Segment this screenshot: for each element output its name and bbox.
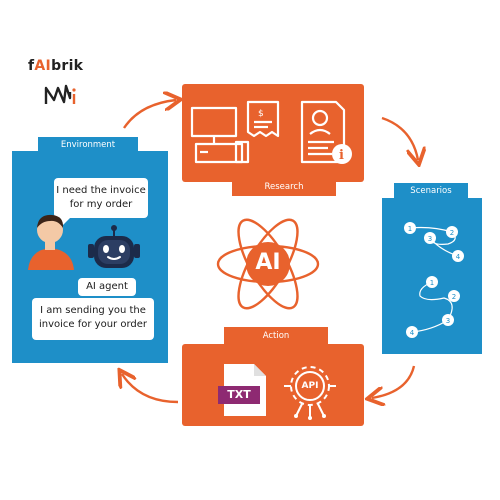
- scenario-paths-illustration: 1 2 3 4 1 2 3 4: [404, 222, 464, 338]
- cash-register-icon: [190, 106, 250, 164]
- ai-atom-icon: [216, 218, 320, 310]
- action-title: Action: [262, 331, 290, 341]
- brand-mark-icon: [44, 84, 76, 104]
- arrow-env-to-research: [123, 100, 176, 129]
- receipt-icon: $: [246, 100, 280, 138]
- ai-agent-robot-icon: [88, 225, 140, 268]
- arrow-action-to-env: [122, 374, 179, 404]
- user-message-line1: I need the invoice: [56, 185, 146, 196]
- brand-prefix: f: [28, 58, 35, 74]
- arrow-research-to-scenarios: [381, 116, 418, 160]
- environment-title: Environment: [60, 140, 116, 150]
- research-illustration: $ i: [190, 100, 352, 164]
- user-message-line2: for my order: [69, 199, 133, 210]
- agent-message-line2: invoice for your order: [38, 319, 148, 330]
- svg-text:2: 2: [450, 229, 454, 237]
- svg-text:2: 2: [452, 293, 456, 301]
- brand-accent: AI: [34, 58, 52, 74]
- info-icon: i: [332, 144, 352, 164]
- agent-message-line1: I am sending you the: [40, 305, 146, 316]
- txt-label: TXT: [227, 388, 251, 401]
- ai-agent-label: AI agent: [86, 281, 128, 292]
- svg-text:3: 3: [428, 235, 432, 243]
- scenarios-tab: Scenarios: [394, 183, 468, 199]
- svg-text:1: 1: [408, 225, 412, 233]
- environment-tab: Environment: [38, 137, 138, 153]
- api-label: API: [301, 381, 319, 391]
- brand-logo-text: fAIbrik: [28, 58, 83, 74]
- svg-text:1: 1: [430, 279, 434, 287]
- svg-text:4: 4: [456, 253, 461, 261]
- user-avatar-icon: [28, 214, 74, 270]
- document-profile-icon: [300, 100, 346, 164]
- api-gear-icon: API: [282, 360, 338, 420]
- research-title: Research: [264, 182, 304, 192]
- action-tab: Action: [224, 327, 328, 345]
- scenarios-title: Scenarios: [410, 186, 452, 196]
- ai-center-label: AI: [255, 250, 281, 275]
- research-tab: Research: [232, 178, 336, 196]
- svg-text:4: 4: [410, 329, 415, 337]
- svg-text:i: i: [339, 148, 344, 163]
- arrow-scenarios-to-action: [372, 365, 416, 398]
- txt-file-icon: TXT: [218, 364, 266, 416]
- agent-message-bubble: I am sending you the invoice for your or…: [32, 298, 154, 340]
- svg-text:3: 3: [446, 317, 450, 325]
- ai-agent-label-bubble: AI agent: [78, 278, 136, 296]
- brand-suffix: brik: [51, 58, 84, 74]
- user-message-bubble: I need the invoice for my order: [54, 178, 148, 218]
- svg-text:$: $: [258, 109, 264, 119]
